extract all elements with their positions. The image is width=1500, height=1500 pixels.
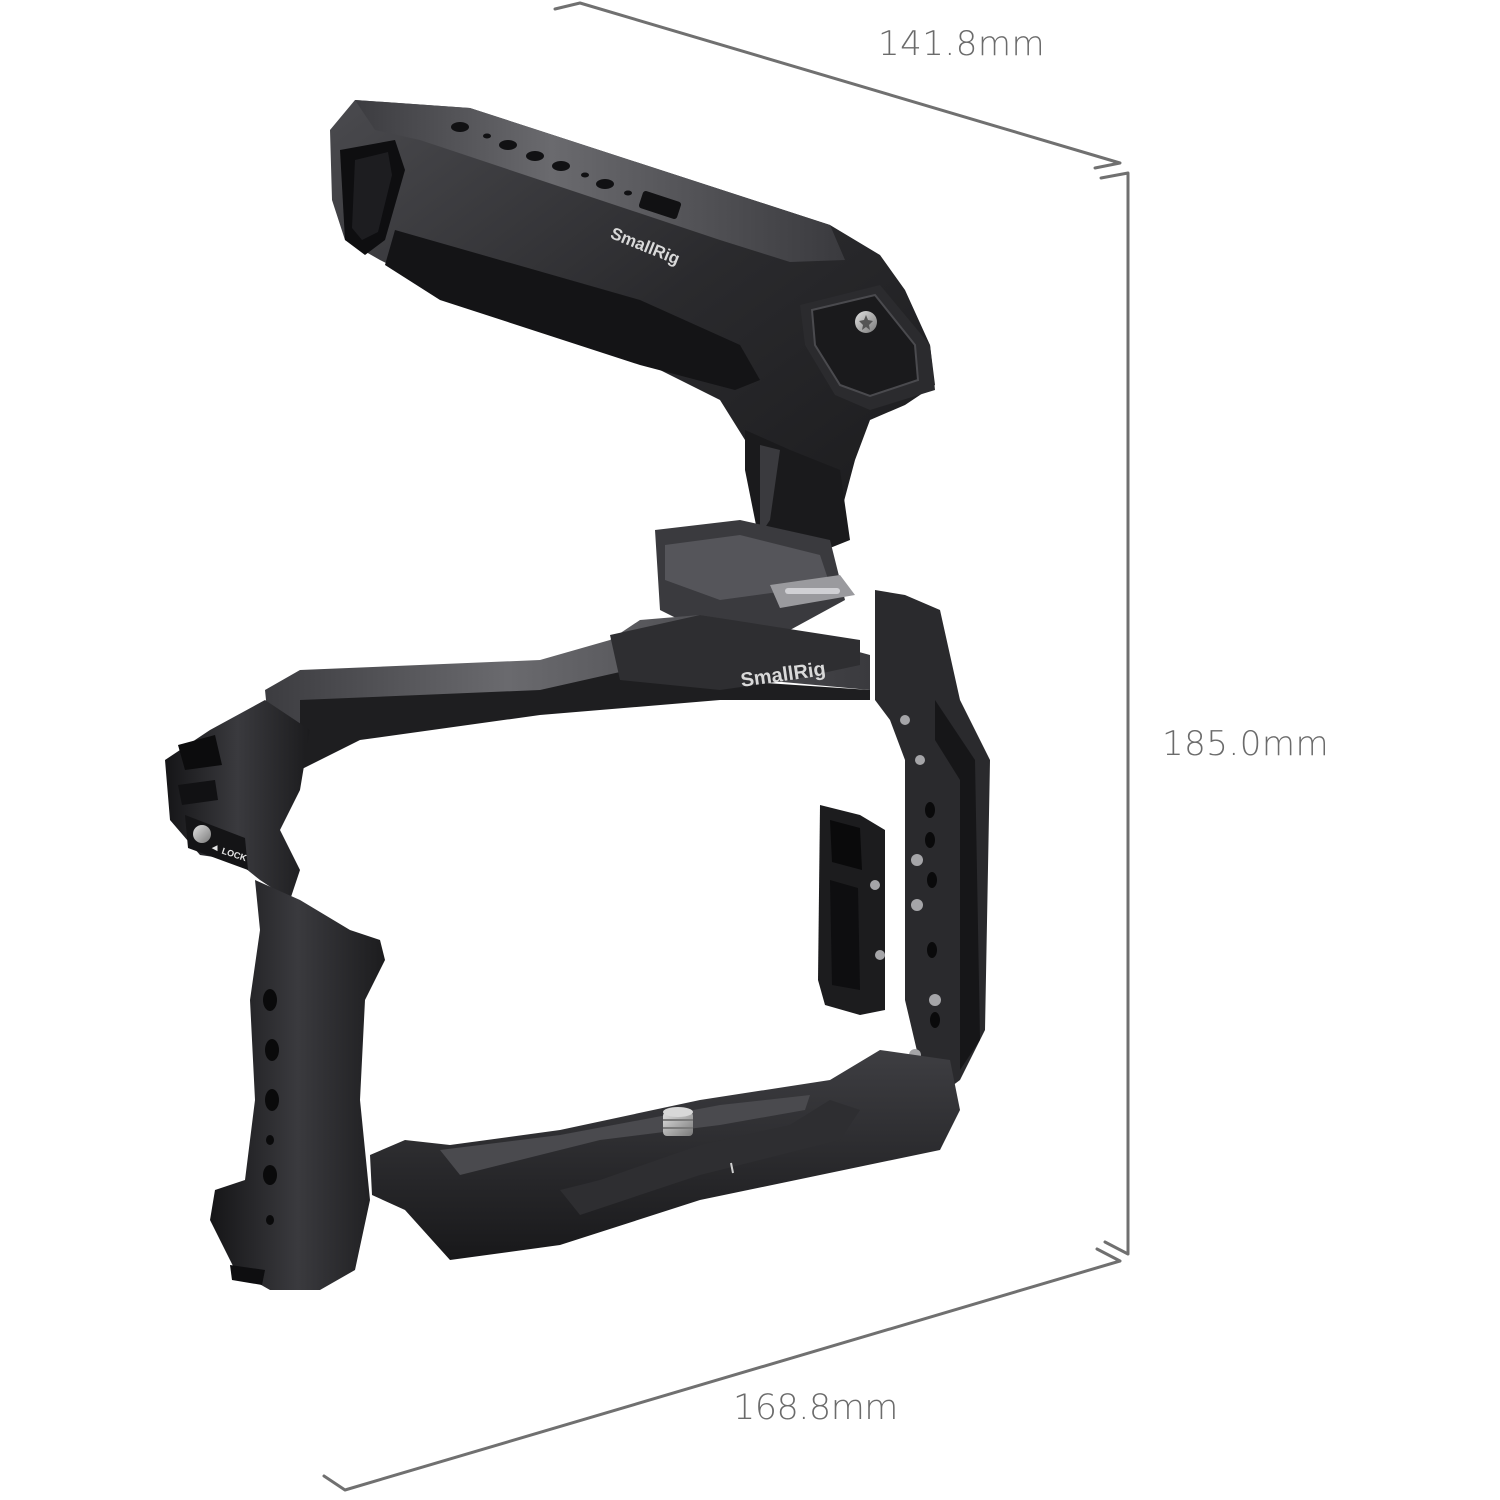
width-dimension-label: 168.8mm: [733, 1388, 898, 1428]
dimension-lines: [322, 1, 1130, 1492]
depth-dimension-line: [553, 1, 1122, 170]
handle-mount-holes: [451, 122, 682, 219]
lock-screw-icon: [193, 825, 211, 843]
tripod-mount-screw: [663, 1107, 693, 1136]
depth-dimension-label: 141.8mm: [878, 24, 1046, 64]
lock-arrow-icon: ◀: [211, 845, 218, 852]
base-plate: [370, 1050, 960, 1260]
height-dimension-line: [1099, 171, 1130, 1256]
camera-cage: SmallRig ◀ LOCK: [165, 590, 990, 1290]
grip-mount-holes: [263, 989, 279, 1225]
left-grip: [210, 880, 385, 1290]
top-handle: SmallRig: [330, 100, 935, 640]
width-dimension-line: [322, 1247, 1122, 1492]
handle-cold-shoe: [800, 285, 935, 410]
height-dimension-label: 185.0mm: [1162, 724, 1330, 764]
side-plate-holes: [925, 802, 940, 1028]
